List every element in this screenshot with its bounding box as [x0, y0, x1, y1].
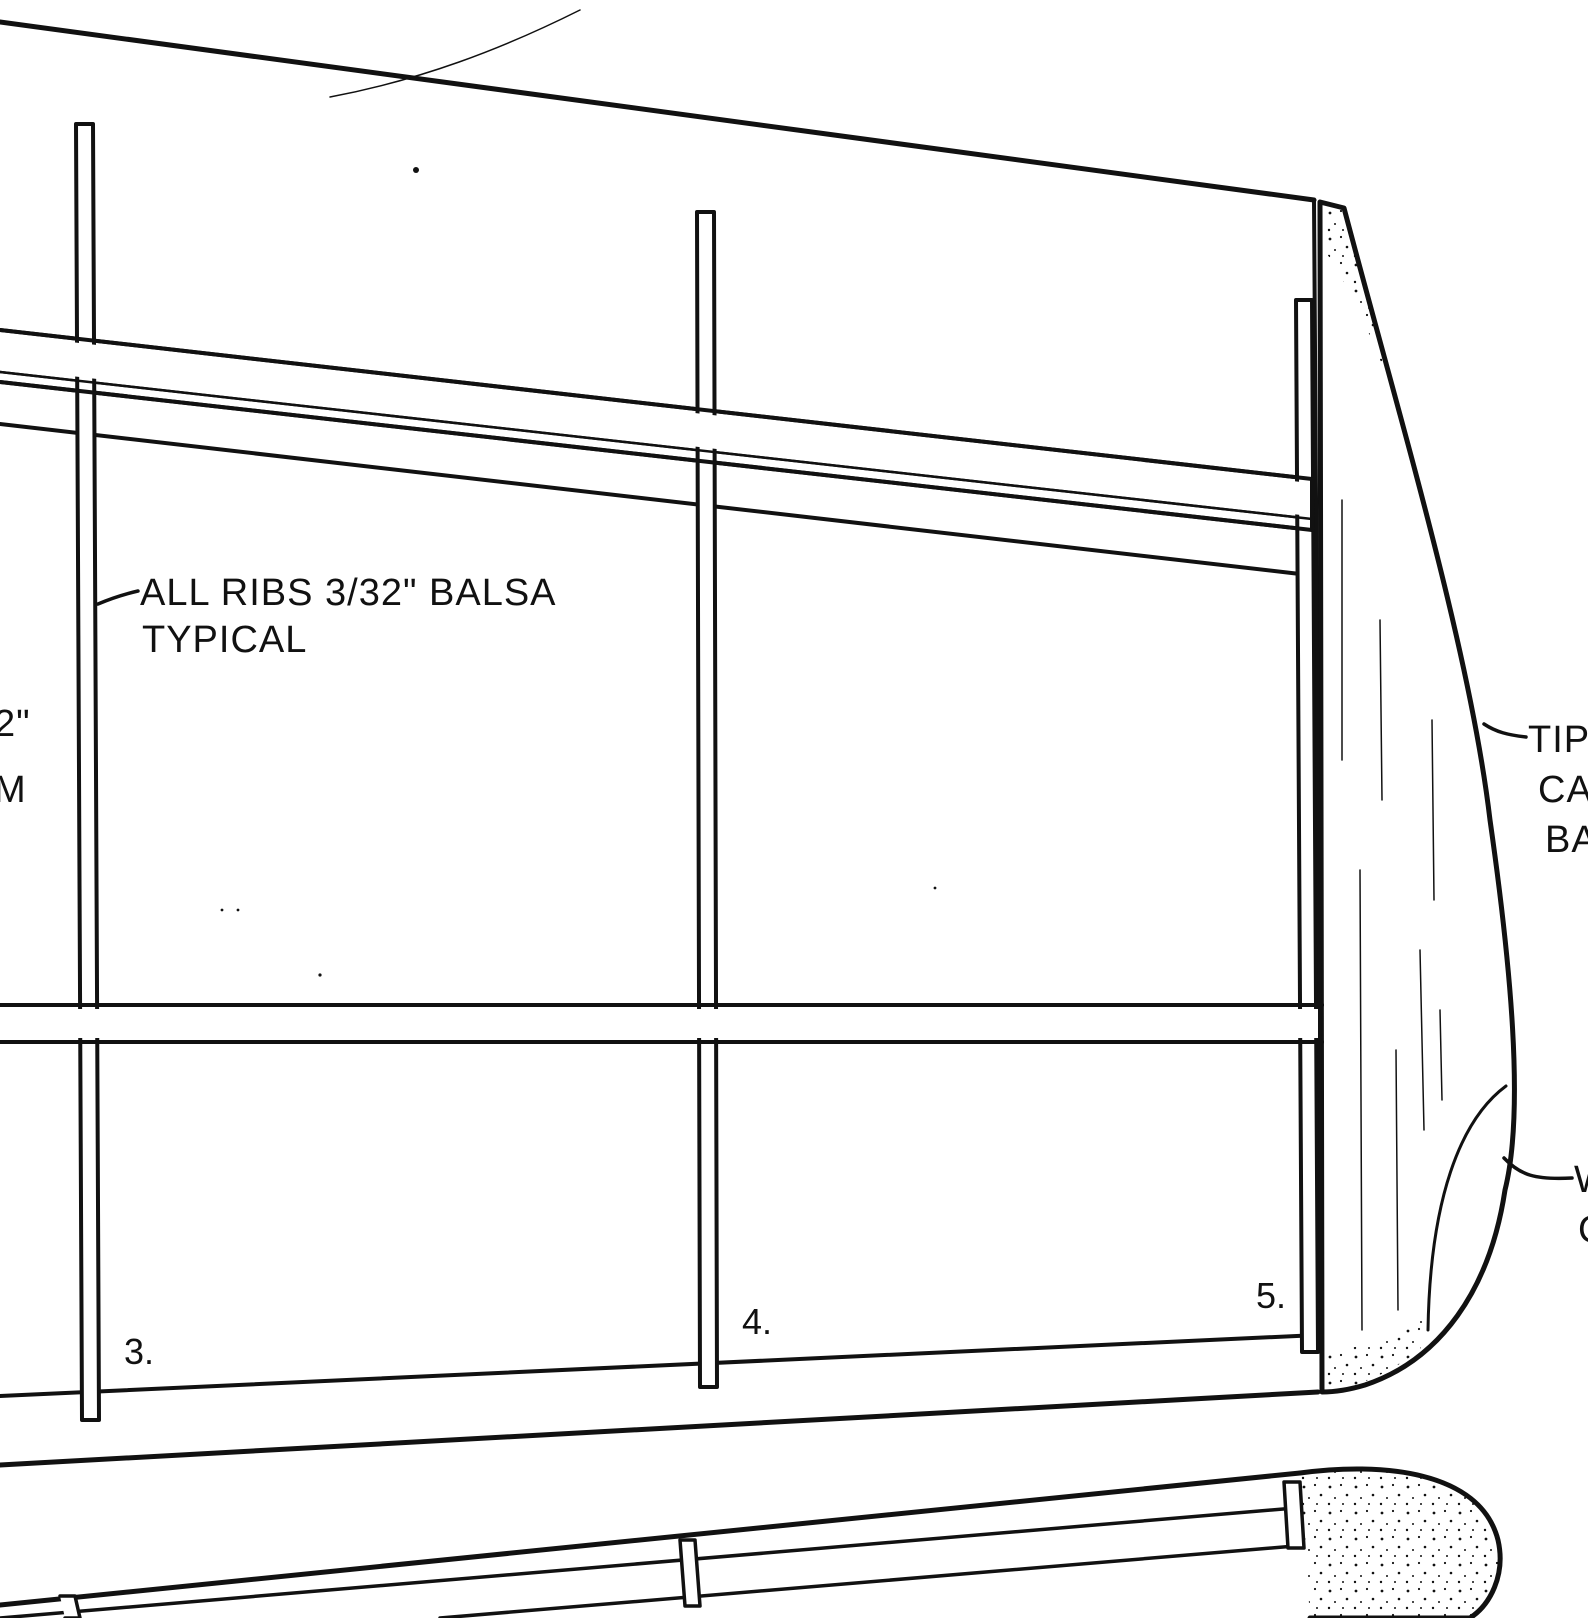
rib-number-3: 3.	[124, 1331, 154, 1372]
paper-specks	[220, 167, 937, 977]
rib-3	[74, 122, 101, 1422]
section-view-tip	[1297, 1466, 1503, 1618]
tip-note-leader	[1482, 722, 1528, 739]
rib-4	[695, 210, 719, 1389]
faint-guide-curve	[329, 9, 581, 98]
lower-diagonal-strip	[0, 422, 1302, 576]
section-view-inner-line-1	[0, 1506, 1297, 1618]
rib-note-leader	[96, 589, 140, 606]
section-view-tip-rib	[1282, 1480, 1306, 1550]
tip-stipple-bottom	[1325, 1310, 1430, 1390]
section-view-rib-3	[58, 1594, 82, 1618]
rib-5	[1294, 298, 1320, 1354]
rib-number-5: 5.	[1256, 1275, 1286, 1316]
spar-rib-cover	[0, 334, 1318, 1038]
tip-stipple-top	[1322, 205, 1392, 390]
section-view-upper-outline	[0, 1470, 1303, 1608]
washout-note-leader	[1502, 1156, 1574, 1181]
trailing-edge-outline	[0, 1389, 1321, 1468]
rib-note-line1: ALL RIBS 3/32" BALSA	[140, 572, 557, 614]
tip-fragment-line3: BA	[1545, 819, 1588, 861]
section-view-rib-4	[678, 1538, 702, 1608]
lower-spar-over-ribs	[0, 1003, 1324, 1044]
section-view-inner-line-2	[438, 1544, 1297, 1618]
upper-spar-inner-redraw	[0, 370, 1314, 521]
left-fragment-line1: 2"	[0, 703, 31, 745]
tip-fragment-line2: CA	[1538, 769, 1588, 811]
washout-fragment-line2: C	[1578, 1209, 1588, 1251]
left-fragment-line2: M	[0, 769, 27, 811]
rib-note-line2: TYPICAL	[142, 619, 307, 661]
trailing-edge-strip	[0, 1333, 1320, 1398]
tip-fragment-line1: TIP	[1528, 719, 1588, 761]
tip-grain-lines	[1341, 499, 1443, 1331]
upper-spar-over-ribs	[0, 328, 1314, 532]
tip-washout-curve	[1426, 1084, 1508, 1332]
leading-edge-outline	[0, 19, 1317, 203]
rib-number-4: 4.	[742, 1301, 772, 1342]
rib-5-outer-line	[1312, 198, 1324, 1394]
washout-fragment-line1: W	[1574, 1159, 1588, 1201]
wing-tip-block	[1317, 199, 1517, 1395]
